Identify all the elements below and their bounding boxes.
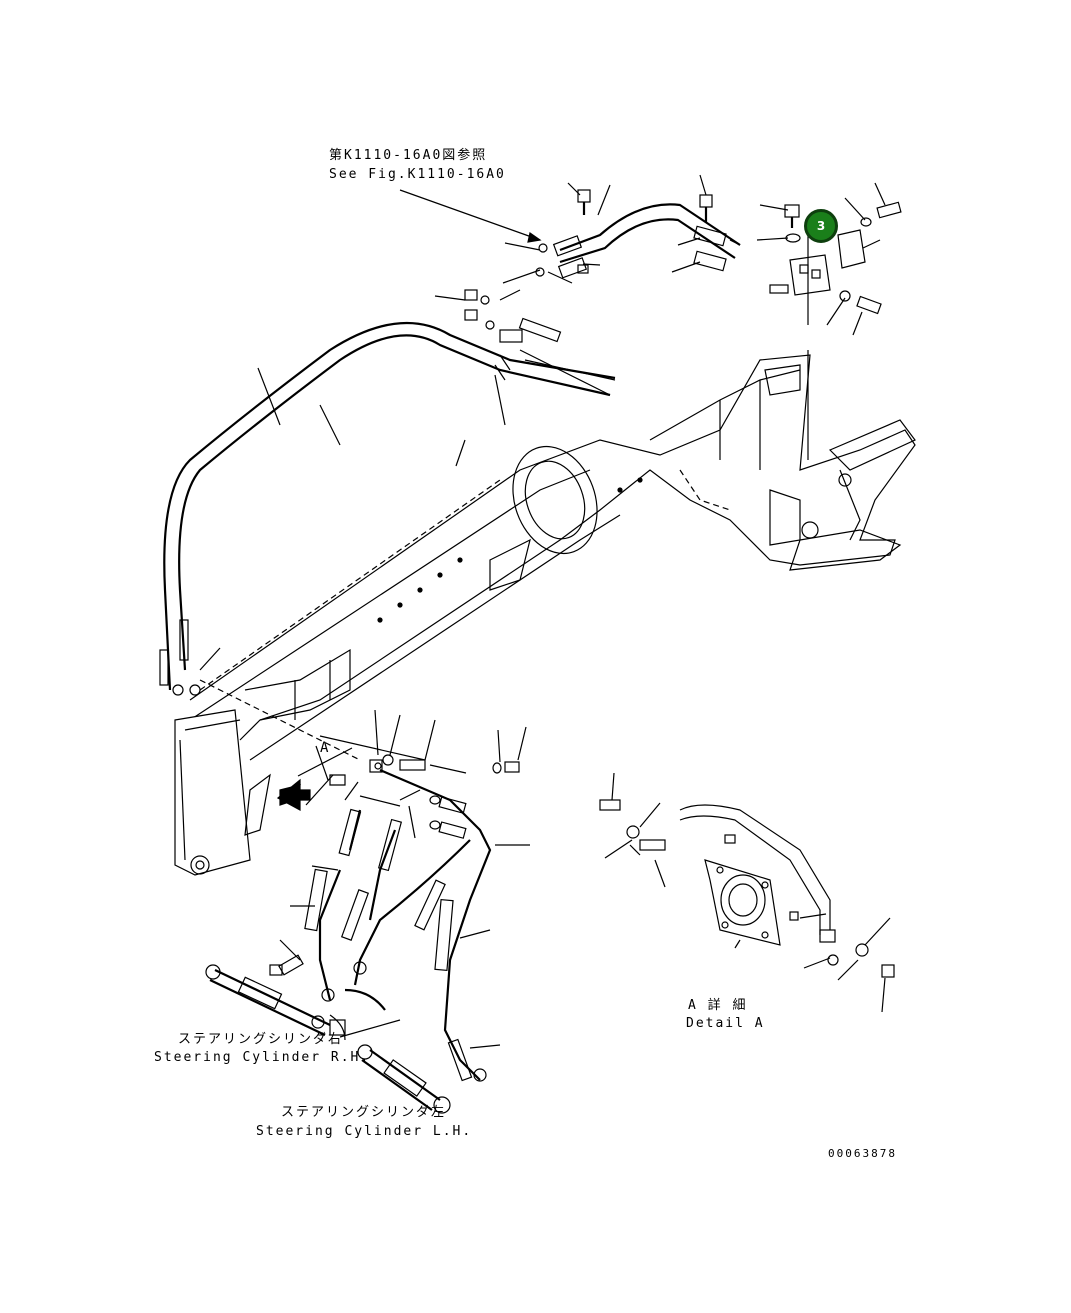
detail-a-drawing	[599, 799, 895, 978]
callout-3-number: 3	[816, 219, 826, 233]
cylinder-lh-label-jp: ステアリングシリンダ左	[281, 1105, 447, 1120]
drawing-number: 00063878	[828, 1147, 897, 1160]
top-fittings	[464, 189, 902, 396]
see-fig-label-en: See Fig.K1110-16A0	[329, 167, 506, 182]
detail-a-label-en: Detail A	[686, 1016, 765, 1031]
view-marker-a: A	[320, 740, 331, 756]
callout-3[interactable]: 3	[804, 209, 838, 243]
cylinder-rh-label-jp: ステアリングシリンダ右	[178, 1032, 344, 1047]
leader-lines	[199, 174, 891, 1049]
see-fig-label-jp: 第K1110-16A0図参照	[329, 148, 488, 163]
main-frame	[174, 354, 916, 876]
detail-a-label-jp: A 詳 細	[688, 998, 748, 1013]
lower-hoses	[205, 754, 520, 1114]
cylinder-rh-label-en: Steering Cylinder R.H.	[154, 1050, 371, 1065]
steering-tube	[159, 321, 616, 696]
cylinder-lh-label-en: Steering Cylinder L.H.	[256, 1124, 473, 1139]
